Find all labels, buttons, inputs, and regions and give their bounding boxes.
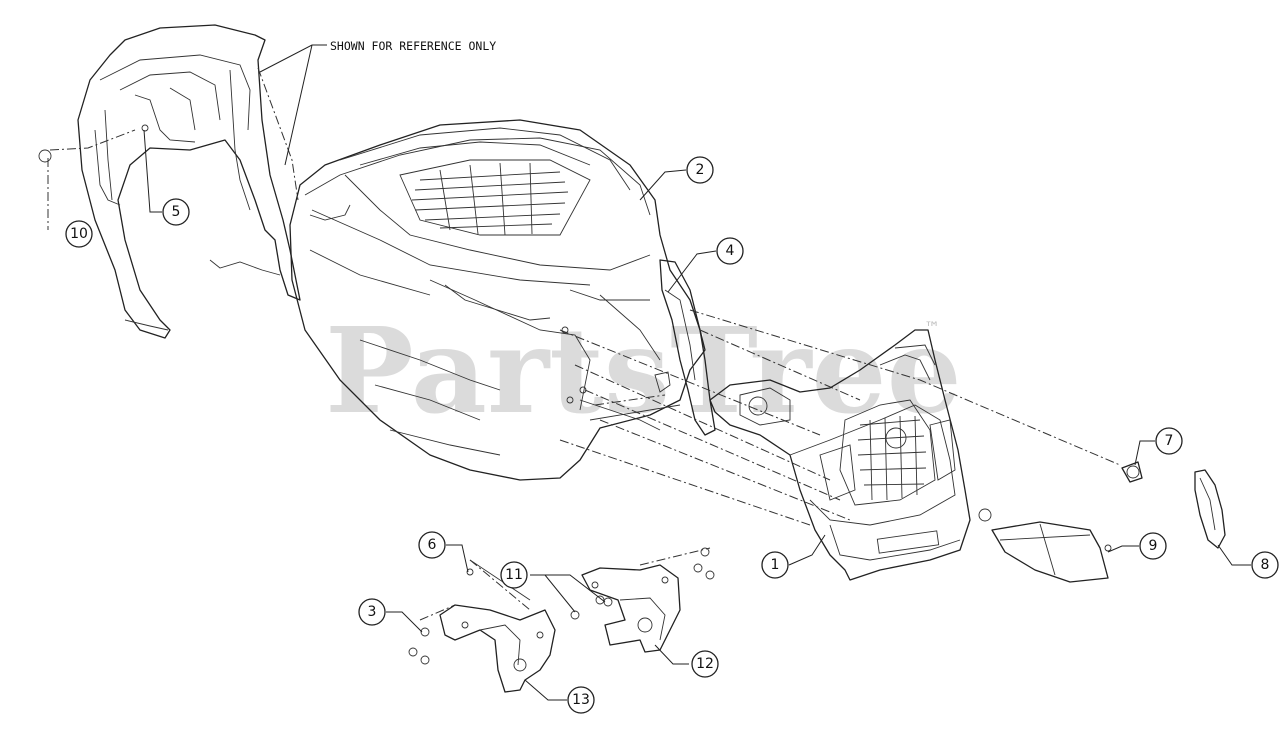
- svg-text:13: 13: [572, 692, 590, 708]
- svg-text:9: 9: [1149, 538, 1158, 554]
- reference-fender: [77, 24, 301, 339]
- callout-8: 8: [1251, 551, 1279, 579]
- svg-text:6: 6: [428, 537, 437, 553]
- reference-note-text: SHOWN FOR REFERENCE ONLY: [330, 39, 496, 53]
- leader-lines: [143, 129, 1251, 701]
- svg-text:3: 3: [368, 604, 377, 620]
- callout-12: 12: [691, 650, 719, 678]
- callout-10: 10: [65, 220, 93, 248]
- callout-1: 1: [761, 551, 789, 579]
- callout-9: 9: [1139, 532, 1167, 560]
- callout-7: 7: [1155, 427, 1183, 455]
- fasteners: [38, 124, 715, 665]
- svg-text:11: 11: [505, 567, 523, 583]
- callout-13: 13: [567, 686, 595, 714]
- svg-text:1: 1: [771, 557, 780, 573]
- bracket-left: [439, 559, 556, 693]
- reference-note: SHOWN FOR REFERENCE ONLY: [259, 39, 496, 166]
- callout-5: 5: [162, 198, 190, 226]
- watermark-text: PartsTree: [325, 301, 962, 440]
- assembly-lines: [47, 129, 1121, 621]
- svg-text:4: 4: [726, 243, 735, 259]
- callout-4: 4: [716, 237, 744, 265]
- headlight-lens: [978, 508, 1112, 583]
- side-cover: [1194, 469, 1226, 549]
- callout-2: 2: [686, 156, 714, 184]
- svg-text:8: 8: [1261, 557, 1270, 573]
- svg-text:10: 10: [70, 226, 88, 242]
- hood-bracket: [654, 259, 716, 436]
- callout-3: 3: [358, 598, 386, 626]
- callout-6: 6: [418, 531, 446, 559]
- svg-text:12: 12: [696, 656, 714, 672]
- svg-text:7: 7: [1165, 433, 1174, 449]
- plug-part: [1121, 461, 1143, 483]
- grille-nose: [709, 329, 971, 581]
- callout-11: 11: [500, 561, 528, 589]
- svg-text:5: 5: [172, 204, 181, 220]
- bracket-right: [581, 564, 681, 653]
- svg-text:2: 2: [696, 162, 705, 178]
- hood-assembly: [289, 119, 706, 481]
- watermark-trademark: ™: [924, 318, 940, 337]
